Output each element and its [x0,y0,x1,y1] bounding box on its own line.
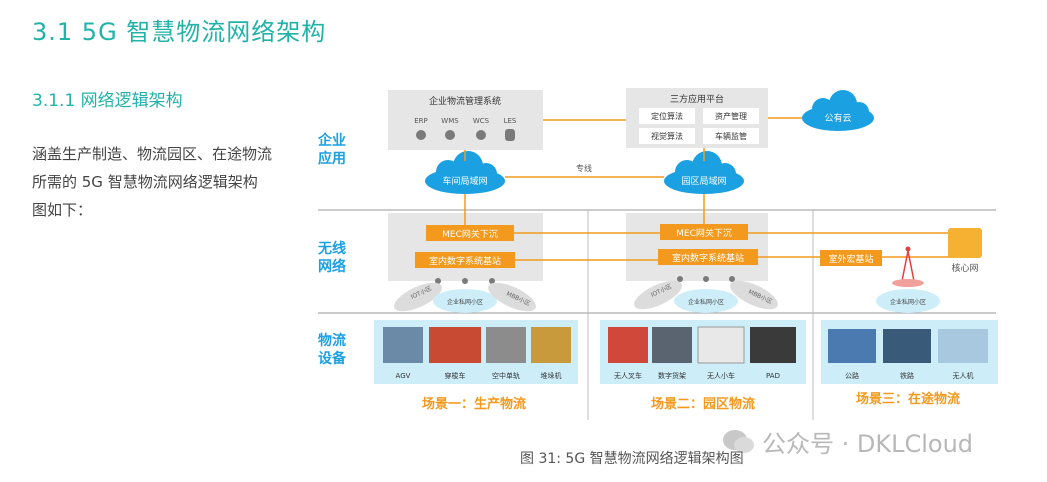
wms-icon [445,130,455,140]
erp-icon [416,130,426,140]
core-network-icon [948,228,982,258]
indoor-base-station-1-label: 室内数字系统基站 [429,255,501,267]
outdoor-base-station-label: 室外宏基站 [828,253,873,265]
platform-title: 三方应用平台 [670,93,724,105]
scene1-label: 场景一：生产物流 [422,396,526,412]
indoor-base-station-1 [415,252,515,268]
cell-label: 企业私网小区 [890,298,926,306]
wireless-zone-2 [626,213,768,281]
watermark: 公众号 · DKLCloud [722,424,973,459]
workshop-lan-cloud-icon [425,151,505,194]
mec-gateway-1 [426,225,514,241]
wechat-icon [723,429,754,453]
core-network-label: 核心网 [951,262,978,274]
overhead-monorail-photo [486,327,526,363]
coverage-lobe [876,289,940,313]
mgmt-system-title: 企业物流管理系统 [429,95,501,107]
public-cloud-icon [802,90,874,131]
device-label: 无人叉车 [614,371,642,380]
mec-gateway-2 [660,224,748,240]
park-lan-label: 园区局域网 [681,175,726,187]
workshop-lan-label: 车间局域网 [442,175,487,187]
figure-caption: 图 31: 5G 智慧物流网络逻辑架构图 [520,451,744,467]
coverage-lobe [634,280,682,310]
outdoor-base-station [820,250,882,266]
platform-item-box [703,108,759,124]
mgmt-item-les: LES [504,117,517,125]
wcs-icon [476,130,486,140]
platform-item-vehicle: 车辆监管 [715,131,747,141]
stacker-photo [531,327,571,363]
layer-label-wireless: 无线 网络 [317,240,351,275]
cell-label: 企业私网小区 [447,298,483,306]
mec-gateway-1-label: MEC网关下沉 [442,228,498,240]
device-label: 堆垛机 [541,371,562,380]
indoor-base-station-2 [658,249,758,265]
park-lan-cloud-icon [664,151,744,194]
network-architecture-diagram: 企业 应用 无线 网络 物流 设备 企业物流管理系统 ERP WMS WCS L… [317,88,998,420]
mec-gateway-2-label: MEC网关下沉 [676,227,732,239]
coverage-lobe [488,282,536,312]
platform-item-box [703,128,759,144]
mgmt-item-wms: WMS [441,117,459,125]
agv-photo [383,327,423,363]
scene2-label: 场景二：园区物流 [651,396,755,412]
digital-shelf-photo [652,327,692,363]
public-cloud-label: 公有云 [824,112,851,124]
mgmt-item-wcs: WCS [473,117,490,125]
mgmt-system-box [388,90,543,150]
device-label: 穿梭车 [445,371,466,380]
watermark-text: 公众号 · DKLCloud [762,430,974,458]
platform-item-box [639,108,695,124]
layer-label-device: 物流 设备 [318,332,351,367]
platform-item-asset: 资产管理 [715,111,747,121]
cell-label: 企业私网小区 [688,298,724,306]
coverage-lobe [433,289,497,313]
mgmt-system-items: ERP WMS WCS LES [414,117,517,141]
mgmt-item-erp: ERP [414,117,428,125]
platform-item-vision: 视觉算法 [651,131,683,141]
layer-label-enterprise: 企业 应用 [317,132,351,167]
unmanned-cart-photo [697,326,745,364]
road-truck-photo [828,329,876,363]
device-label: 数字货架 [658,371,686,380]
device-label: 无人小车 [707,371,735,380]
section-paragraph: 涵盖生产制造、物流园区、在途物流所需的 5G 智慧物流网络逻辑架构图如下： [32,145,273,219]
device-label: AGV [396,372,411,380]
antenna-icons-1 [435,278,495,284]
cell-tower-icon [892,246,924,287]
page-title: 3.1 5G 智慧物流网络架构 [32,18,327,46]
unmanned-forklift-photo [608,327,648,363]
scene3-label: 场景三：在途物流 [856,391,960,407]
device-label: PAD [766,372,780,380]
indoor-base-station-2-label: 室内数字系统基站 [672,252,744,264]
coverage-lobe [730,280,778,310]
pad-photo [750,327,796,363]
database-icon [505,129,515,141]
drone-photo [938,329,988,363]
coverage-lobe [674,289,738,313]
section-subtitle: 3.1.1 网络逻辑架构 [32,91,183,111]
coverage-lobe [394,282,442,312]
platform-item-location: 定位算法 [651,111,683,121]
antenna-icons-2 [677,276,735,282]
device-label: 铁路 [900,371,914,380]
platform-item-box [639,128,695,144]
shuttle-car-photo [429,327,481,363]
dedicated-line-label: 专线 [576,163,592,173]
device-label: 无人机 [953,371,974,380]
device-label: 空中单轨 [492,371,520,380]
device-label: 公路 [845,371,859,380]
railway-photo [883,329,931,363]
